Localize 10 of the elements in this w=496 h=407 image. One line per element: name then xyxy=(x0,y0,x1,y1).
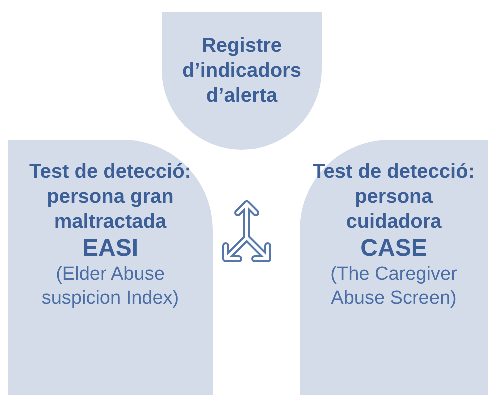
rounded-corner-panel xyxy=(300,140,488,395)
node-acronym: EASI xyxy=(82,235,138,263)
rounded-tab-shape xyxy=(162,12,322,150)
node-acronym: CASE xyxy=(360,235,428,263)
node-subtitle: (Elder Abuse suspicion Index) xyxy=(40,263,180,311)
node-heading: Test de detecció: persona gran maltractada xyxy=(28,160,192,235)
node-heading: Test de detecció: persona cuidadora xyxy=(312,160,476,235)
rounded-corner-panel xyxy=(8,140,213,395)
node-subtitle: (The Caregiver Abuse Screen) xyxy=(330,263,458,311)
node-title: Registre d’indicadors d’alerta xyxy=(182,34,302,109)
